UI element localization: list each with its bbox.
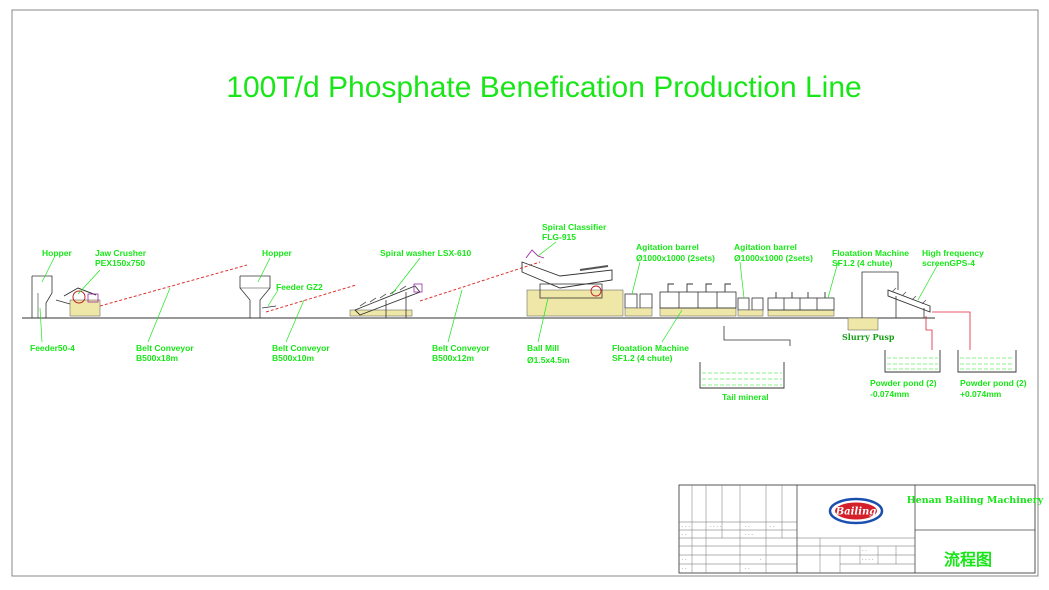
label-slurry-pump: Slurry Pusp [842,332,895,342]
belt-conveyor-1 [99,264,248,307]
svg-text:· ·: · · [862,548,867,554]
leader-lines [39,241,939,343]
powder-pond-1 [884,350,941,373]
label-pond-1-size: -0.074mm [870,389,910,399]
label-ball-mill-model: Ø1.5x4.5m [527,355,570,365]
label-jaw-crusher-model: PEX150x750 [95,258,145,268]
svg-text:· ·: · · [682,532,687,538]
jaw-crusher [55,287,101,317]
label-feeder-1: Feeder50-4 [30,343,75,353]
label-belt-2-model: B500x10m [272,353,315,363]
high-frequency-screen [887,287,931,318]
label-screen: High frequency [922,248,984,258]
drawing-frame [11,9,1039,577]
slurry-pump [847,317,879,331]
svg-text:· · · ·: · · · · [710,524,722,530]
label-spiral-classifier-model: FLG-915 [542,232,576,242]
svg-text:·: · [760,557,762,563]
label-agitation-1-model: Ø1000x1000 (2sets) [636,253,715,263]
slurry-pipe [861,271,899,318]
label-pond-2: Powder pond (2) [960,378,1027,388]
hopper-1 [31,275,53,318]
agitation-barrels-2 [737,297,764,317]
floatation-machine-1 [659,283,737,317]
label-pond-2-size: +0.074mm [960,389,1002,399]
ball-mill-classifier [521,249,624,317]
company-name: Henan Bailing Machinery [907,495,1044,506]
label-agitation-1: Agitation barrel [636,242,699,252]
svg-text:· ·: · · [745,524,750,530]
label-agitation-2-model: Ø1000x1000 (2sets) [734,253,813,263]
logo-text: Bailing [835,507,877,518]
label-feeder-2: Feeder GZ2 [276,282,323,292]
label-hopper-1: Hopper [42,248,72,258]
agitation-barrels-1 [624,293,653,317]
label-belt-2: Belt Conveyor [272,343,330,353]
label-floatation-2: Floatation Machine [832,248,909,258]
powder-pond-2 [957,350,1017,373]
tail-mineral-pond [699,362,785,389]
label-ball-mill: Ball Mill [527,343,559,353]
title-block: · · · · · · · · · · · · · · · · · · · · … [678,484,1036,574]
label-jaw-crusher: Jaw Crusher [95,248,147,258]
label-hopper-2: Hopper [262,248,292,258]
label-belt-1: Belt Conveyor [136,343,194,353]
label-tail-mineral: Tail mineral [722,392,769,402]
label-screen-model: screenGPS-4 [922,258,975,268]
label-floatation-2-model: SF1.2 (4 chute) [832,258,893,268]
belt-conveyor-3 [419,261,541,302]
svg-text:· ·: · · [770,524,775,530]
pipe-to-pond-2 [932,311,971,350]
svg-text:· ·: · · [682,566,687,572]
svg-text:· ·: · · [682,557,687,563]
feeder-2 [261,305,277,309]
spiral-washer [349,283,423,318]
label-pond-1: Powder pond (2) [870,378,937,388]
svg-text:· · · ·: · · · · [862,557,874,563]
label-belt-3-model: B500x12m [432,353,475,363]
pipe-to-pond-1 [925,316,933,350]
belt-conveyor-2 [265,284,357,313]
svg-text:· ·: · · [745,566,750,572]
label-spiral-washer: Spiral washer LSX-610 [380,248,471,258]
floatation-machine-2 [767,292,835,317]
tail-pipe [723,326,791,346]
drawing-name: 流程图 [944,550,992,569]
drawing-title: 100T/d Phosphate Benefication Production… [226,71,861,104]
label-belt-3: Belt Conveyor [432,343,490,353]
label-belt-1-model: B500x18m [136,353,179,363]
label-floatation-1-model: SF1.2 (4 chute) [612,353,673,363]
label-agitation-2: Agitation barrel [734,242,797,252]
bailing-logo: Bailing [828,497,884,525]
label-spiral-classifier: Spiral Classifier [542,222,607,232]
hopper-2 [239,275,271,318]
label-floatation-1: Floatation Machine [612,343,689,353]
svg-text:· · ·: · · · [745,532,753,538]
svg-text:· · ·: · · · [682,524,690,530]
